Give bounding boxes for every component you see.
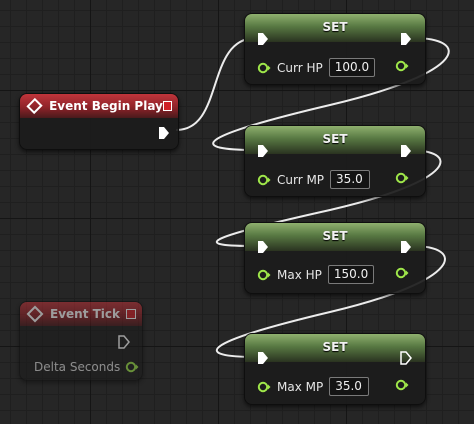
max-hp-input-row: Max HP 150.0 [257,265,375,284]
set-node-curr-mp[interactable]: SET Curr MP 35.0 [244,125,426,197]
float-pin-icon[interactable] [257,269,271,281]
exec-wire-begin-to-set1 [175,37,257,131]
set-node-max-hp[interactable]: SET Max HP 150.0 [244,222,426,294]
exec-out-pin[interactable] [400,351,412,365]
exec-wire-set1-to-set2 [212,37,450,151]
exec-wire-set2-to-set3 [215,149,442,247]
set-node-title: SET [245,126,425,154]
curr-hp-input-row: Curr HP 100.0 [257,58,376,77]
set-node-max-mp[interactable]: SET Max MP 35.0 [244,333,426,405]
set-node-title: SET [245,14,425,42]
value-field[interactable]: 35.0 [329,377,370,396]
var-label: Curr HP [277,60,323,75]
exec-in-pin[interactable] [257,351,269,365]
exec-wire-set3-to-set4 [215,245,446,358]
float-pin-icon[interactable] [125,361,139,373]
float-pin-icon[interactable] [257,174,271,186]
set-node-title: SET [245,334,425,362]
exec-out-pin[interactable] [118,335,130,349]
event-begin-play-header: Event Begin Play [20,94,178,118]
curr-mp-input-row: Curr MP 35.0 [257,170,371,189]
float-pin-icon[interactable] [395,172,409,184]
exec-out-pin[interactable] [400,144,412,158]
float-pin-icon[interactable] [395,267,409,279]
event-tick-title: Event Tick [50,307,121,321]
exec-out-pin[interactable] [400,32,412,46]
float-pin-icon[interactable] [257,381,271,393]
value-field[interactable]: 150.0 [327,265,375,284]
float-pin-icon[interactable] [395,379,409,391]
event-diamond-icon [26,305,44,323]
var-label: Max HP [277,267,322,282]
event-tick-header: Event Tick [20,302,142,326]
delegate-square-icon[interactable] [126,309,136,319]
delta-seconds-label: Delta Seconds [34,360,121,374]
delta-seconds-row: Delta Seconds [34,360,139,374]
delegate-square-icon[interactable] [162,101,172,111]
max-mp-input-row: Max MP 35.0 [257,377,370,396]
exec-in-pin[interactable] [257,32,269,46]
var-label: Max MP [277,379,324,394]
float-pin-icon[interactable] [257,62,271,74]
set-node-curr-hp[interactable]: SET Curr HP 100.0 [244,13,426,85]
exec-out-pin[interactable] [158,126,170,140]
exec-in-pin[interactable] [257,240,269,254]
event-diamond-icon [26,97,43,115]
event-begin-play-node[interactable]: Event Begin Play [19,93,179,150]
exec-in-pin[interactable] [257,144,269,158]
event-begin-play-title: Event Begin Play [49,99,163,113]
value-field[interactable]: 100.0 [328,58,376,77]
float-pin-icon[interactable] [395,60,409,72]
value-field[interactable]: 35.0 [330,170,371,189]
var-label: Curr MP [277,172,325,187]
exec-out-pin[interactable] [400,240,412,254]
set-node-title: SET [245,223,425,251]
event-tick-node[interactable]: Event Tick Delta Seconds [19,301,143,381]
